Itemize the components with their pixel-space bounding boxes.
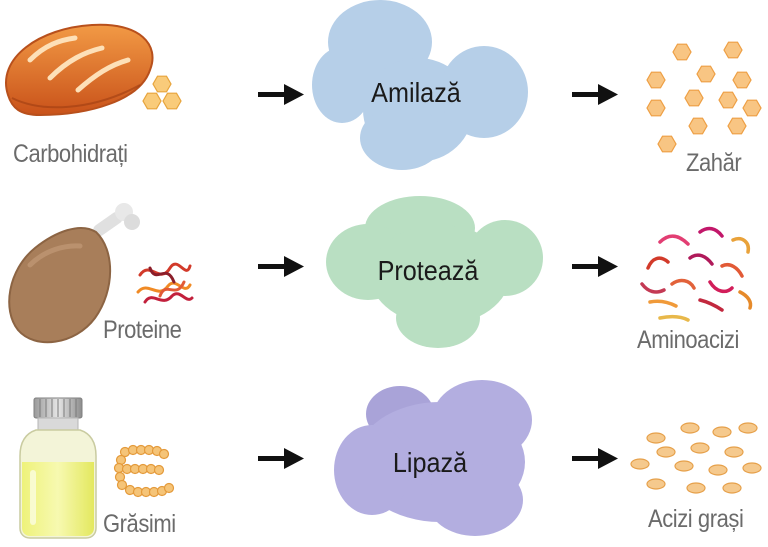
bread-icon (5, 23, 154, 117)
oil-bottle-icon (19, 397, 97, 539)
proteins-label: Proteine (103, 316, 182, 344)
arrow-icon (258, 84, 304, 105)
arrow-icon (258, 448, 304, 469)
fats-label: Grăsimi (103, 510, 176, 538)
protease-label: Protează (377, 255, 479, 286)
arrow-icon (572, 448, 618, 469)
amino-acids-label: Aminoacizi (637, 326, 739, 354)
fatty-acids-icon (630, 422, 762, 494)
arrow-icon (258, 256, 304, 277)
protease-enzyme-shape (326, 196, 543, 348)
sugar-hexagons-icon (646, 41, 762, 153)
lipase-label: Lipază (392, 447, 468, 478)
amino-acids-icon (640, 226, 753, 322)
arrow-icon (572, 84, 618, 105)
amylase-enzyme-shape (312, 0, 528, 170)
carbohydrates-label: Carbohidrați (13, 140, 128, 168)
chicken-leg-icon (8, 203, 140, 344)
arrow-icon (572, 256, 618, 277)
amylase-label: Amilază (371, 77, 461, 108)
fatty-acids-label: Acizi grași (648, 505, 744, 533)
sugar-label: Zahăr (686, 149, 742, 177)
lipase-enzyme-shape (334, 380, 532, 536)
fat-molecule-icon (113, 444, 175, 498)
protein-strands-icon (136, 262, 194, 304)
carbohydrate-hexagons-icon (142, 75, 182, 110)
